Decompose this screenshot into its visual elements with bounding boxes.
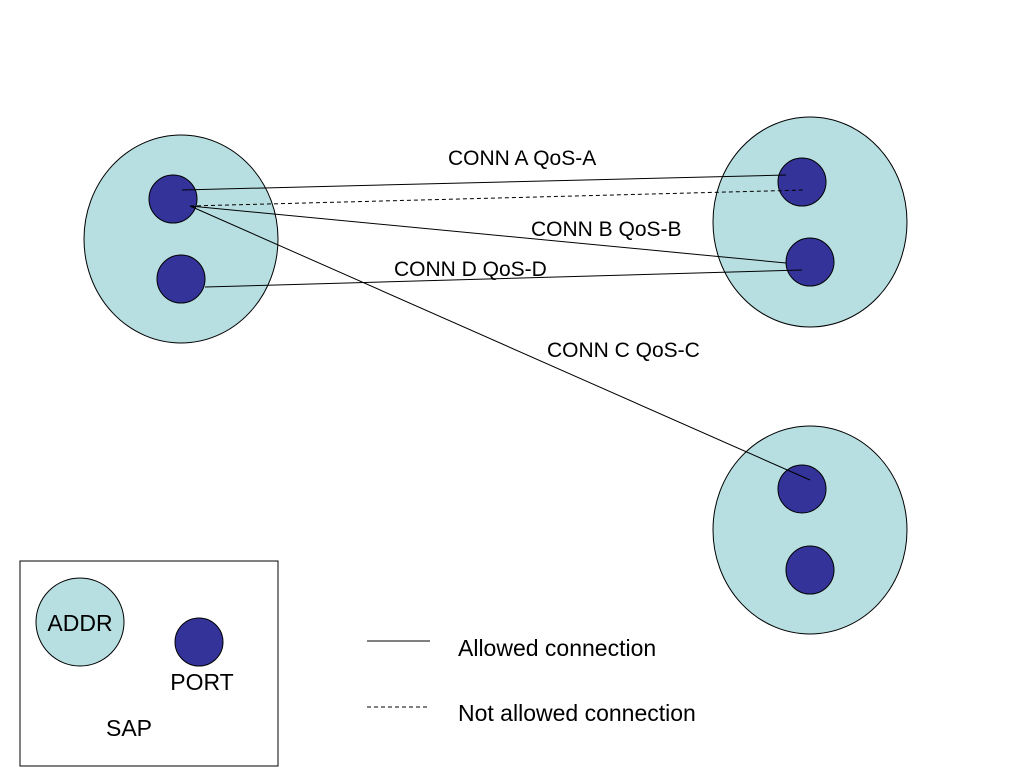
legend-addr-label: ADDR bbox=[47, 610, 112, 636]
port-top-right-2 bbox=[785, 237, 835, 287]
addr-top-right bbox=[712, 116, 908, 328]
legend-not-allowed-label: Not allowed connection bbox=[458, 700, 696, 726]
legend-addr-shape bbox=[35, 577, 125, 667]
port-left-bottom bbox=[156, 254, 206, 304]
legend-allowed-label: Allowed connection bbox=[458, 635, 656, 661]
conn-a-line bbox=[181, 174, 787, 191]
port-top-right-1 bbox=[777, 157, 827, 207]
legend-sap-label: SAP bbox=[106, 715, 152, 741]
legend-box bbox=[19, 560, 279, 767]
port-bottom-right-2 bbox=[785, 545, 835, 595]
legend-port-shape bbox=[174, 617, 224, 667]
addr-left bbox=[83, 134, 279, 344]
port-bottom-right-1 bbox=[777, 464, 827, 514]
conn-b-label: CONN B QoS-B bbox=[531, 218, 682, 241]
port-left-top bbox=[148, 174, 198, 224]
legend-port-label: PORT bbox=[170, 669, 233, 695]
conn-c-label: CONN C QoS-C bbox=[547, 339, 700, 362]
conn-b-line bbox=[189, 205, 787, 264]
conn-a-label: CONN A QoS-A bbox=[448, 147, 596, 170]
addr-bottom-right bbox=[712, 425, 908, 635]
conn-c-line bbox=[189, 205, 811, 481]
conn-d-line bbox=[204, 269, 803, 288]
conn-d-label: CONN D QoS-D bbox=[394, 258, 547, 281]
conn-a-dashed-line bbox=[189, 189, 806, 207]
